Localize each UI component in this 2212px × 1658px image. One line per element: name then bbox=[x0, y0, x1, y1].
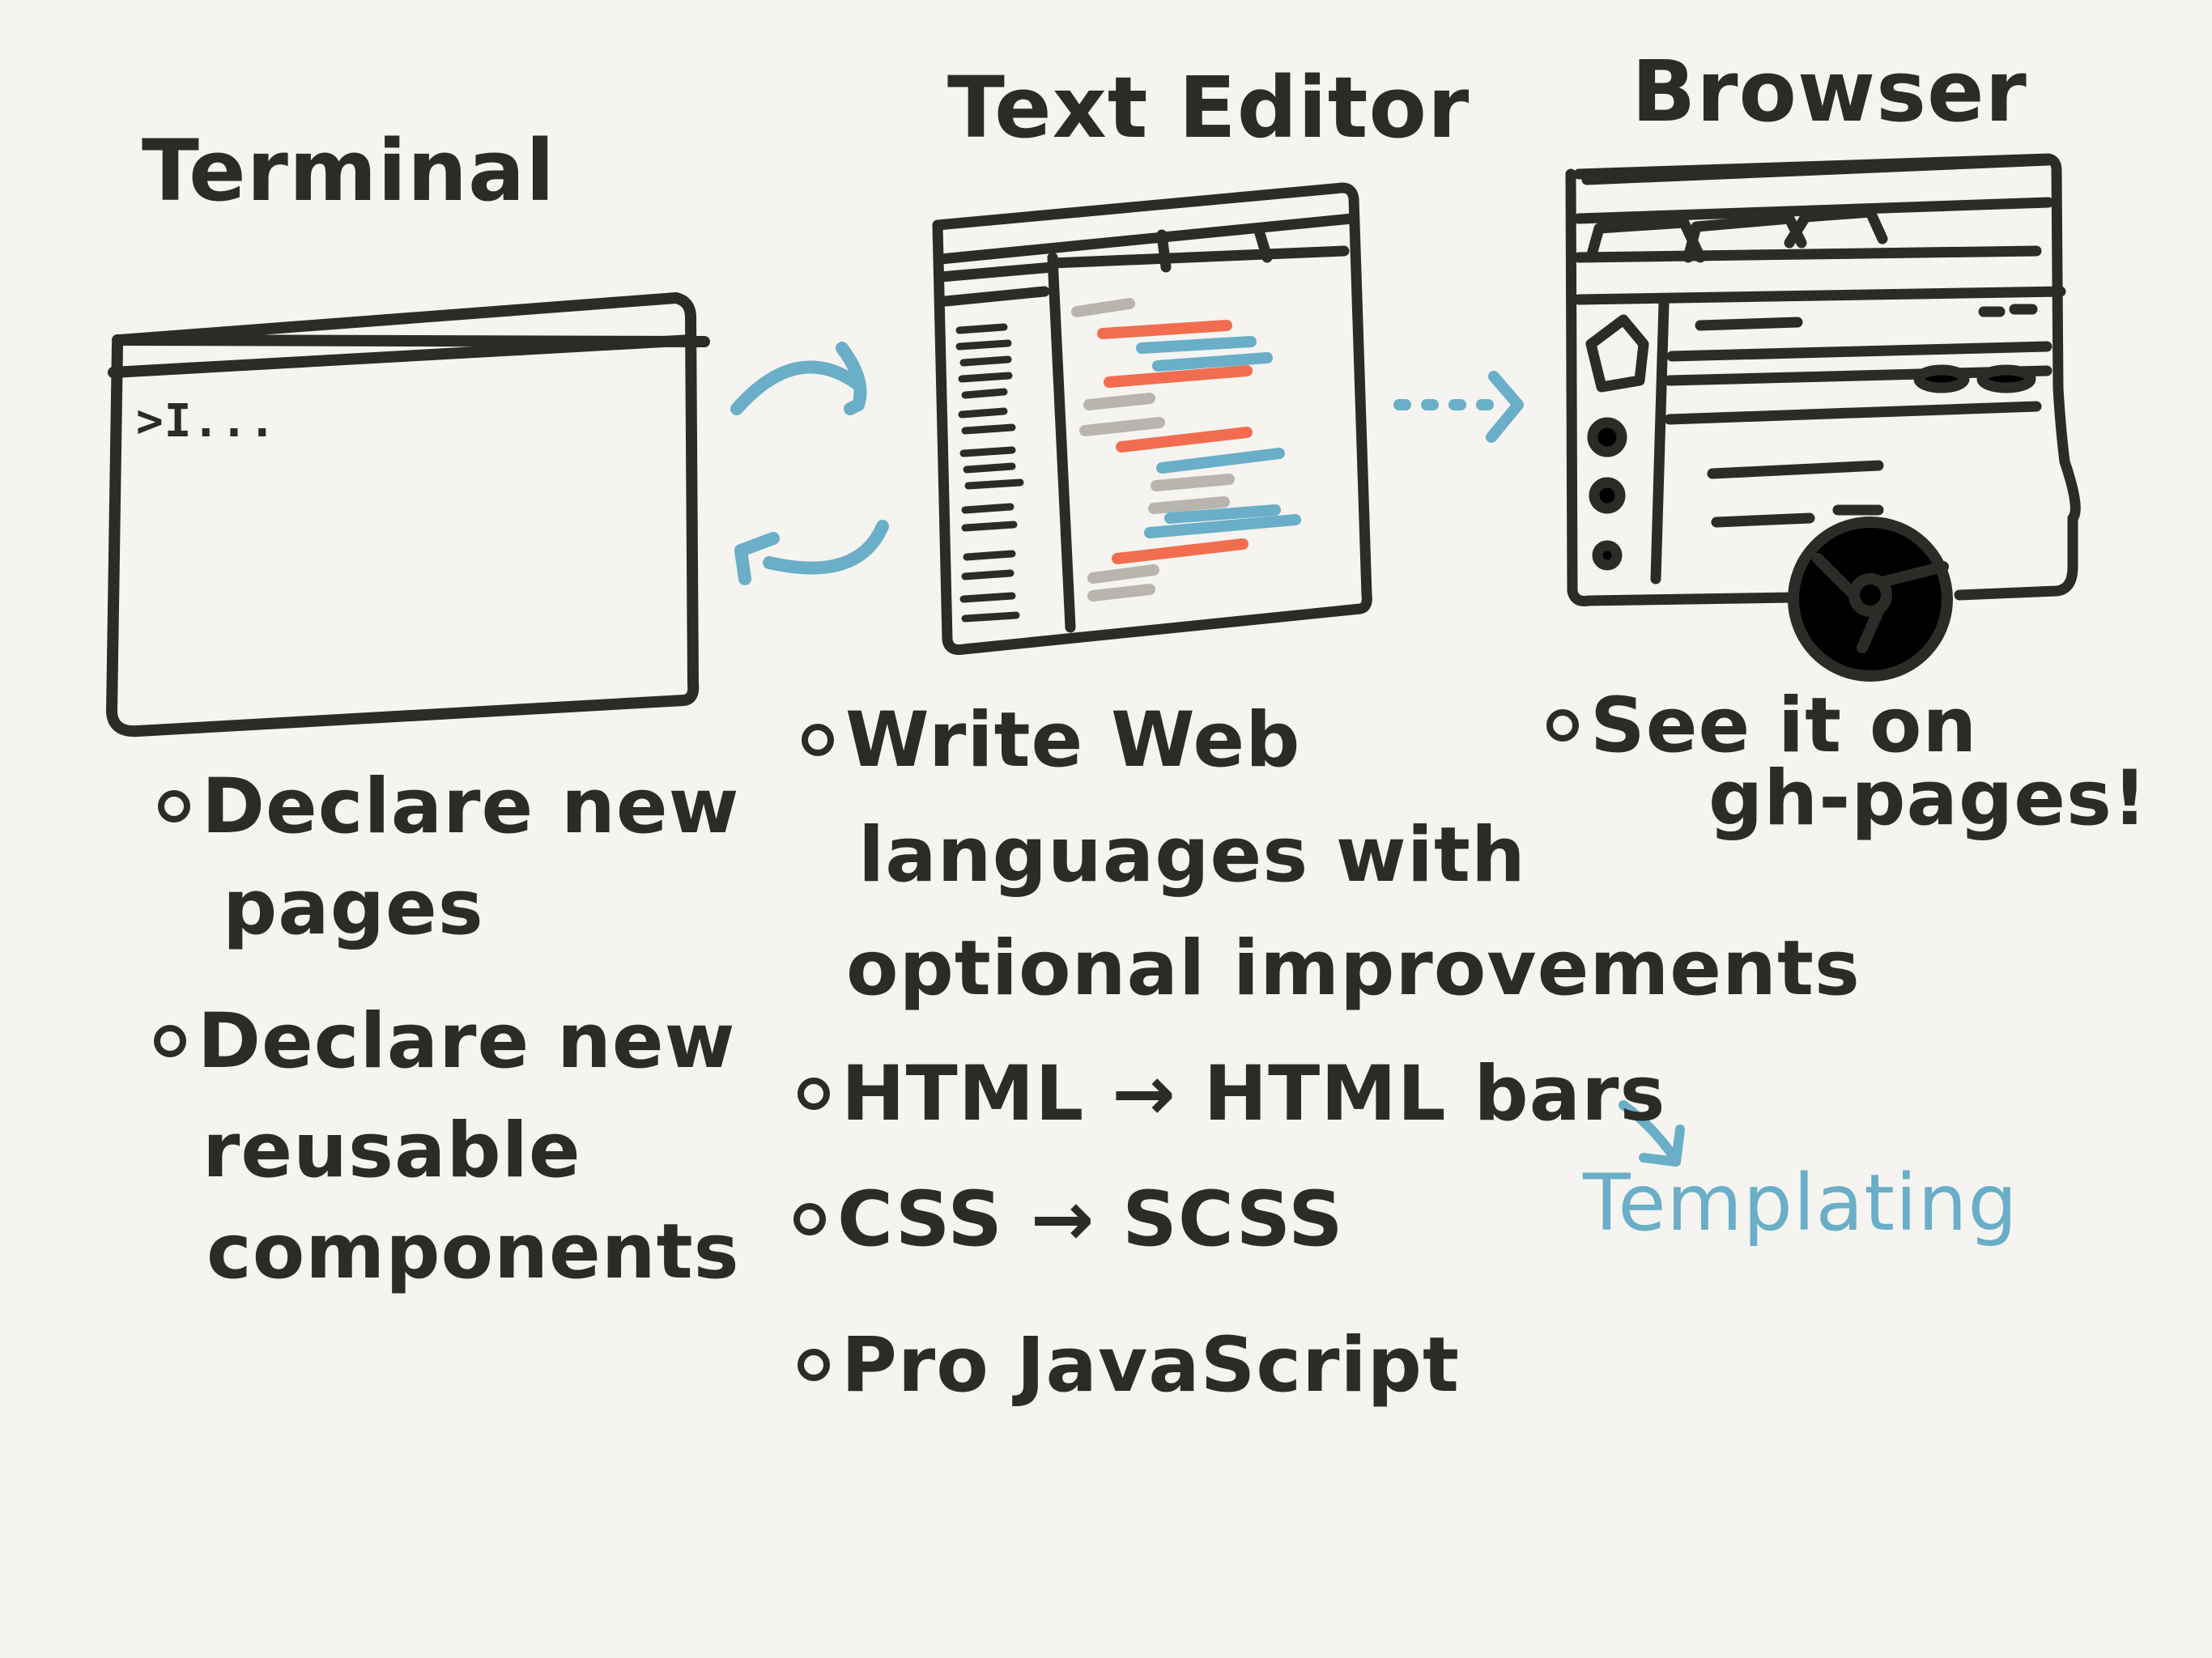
bullet-icon bbox=[793, 1203, 826, 1236]
terminal-note-1-cont: pages bbox=[223, 864, 484, 952]
magnifier-icon bbox=[1788, 517, 1953, 682]
bullet-icon bbox=[802, 724, 834, 757]
bullet-icon bbox=[158, 790, 190, 823]
bullet-icon bbox=[798, 1078, 830, 1111]
browser-title: Browser bbox=[1631, 42, 2027, 141]
bullet-icon bbox=[798, 1349, 830, 1382]
editor-code-lines bbox=[1071, 298, 1301, 602]
templating-label: Templating bbox=[1583, 1158, 2018, 1248]
text-editor-window bbox=[932, 182, 1372, 655]
editor-note-1-cont-1: languages with bbox=[858, 811, 1526, 899]
editor-note-2: HTML → HTML bars bbox=[798, 1056, 1665, 1133]
terminal-title: Terminal bbox=[142, 121, 555, 220]
templating-arrow-icon bbox=[1619, 1100, 1685, 1167]
browser-window bbox=[1565, 153, 2081, 606]
bullet-icon bbox=[154, 1025, 186, 1058]
terminal-note-2-cont-1: reusable bbox=[202, 1107, 581, 1195]
terminal-prompt: >I... bbox=[136, 395, 277, 448]
terminal-window bbox=[106, 292, 710, 738]
terminal-note-2-cont-2: components bbox=[206, 1208, 740, 1296]
bullet-icon bbox=[1546, 709, 1579, 742]
editor-note-1-cont-2: optional improvements bbox=[846, 925, 1861, 1013]
terminal-note-1: Declare new bbox=[158, 769, 740, 845]
editor-note-1: Write Web bbox=[802, 703, 1300, 779]
browser-note-1: See it on bbox=[1546, 688, 1977, 764]
deploy-arrow-icon bbox=[1393, 371, 1524, 443]
text-editor-title: Text Editor bbox=[947, 58, 1470, 157]
editor-note-3: CSS → SCSS bbox=[793, 1182, 1344, 1258]
sync-arrows-icon bbox=[730, 342, 889, 585]
editor-note-4: Pro JavaScript bbox=[798, 1328, 1460, 1404]
terminal-note-2: Declare new bbox=[154, 1004, 736, 1080]
editor-gutter bbox=[955, 323, 1024, 623]
browser-note-1-cont: gh-pages! bbox=[1708, 755, 2148, 843]
